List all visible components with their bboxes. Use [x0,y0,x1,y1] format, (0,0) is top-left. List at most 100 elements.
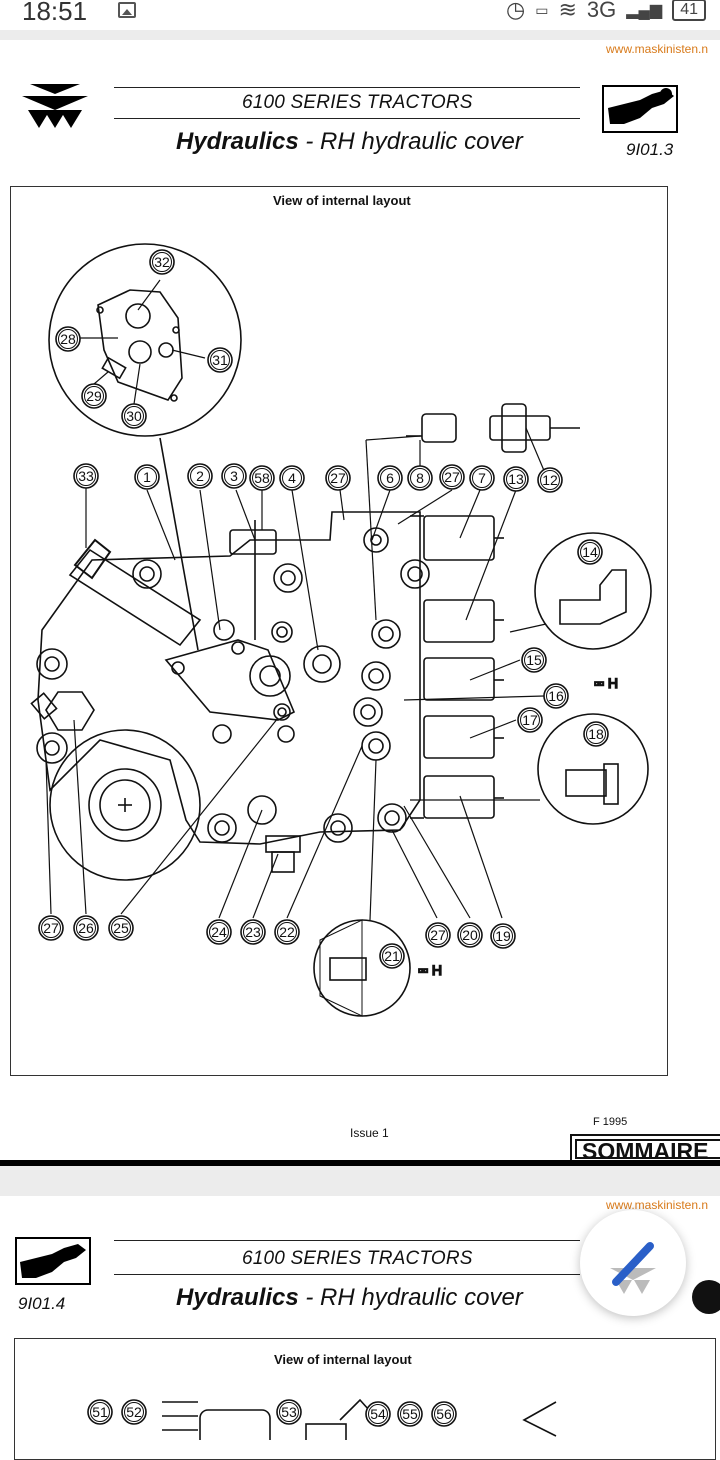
callout-number: 3 [230,468,238,484]
callout-number: 12 [542,472,558,488]
page-code: 9I01.3 [626,140,674,159]
callout-55: 55 [397,1401,423,1427]
callout-14: 14 [577,539,603,565]
wrench-hand-icon [15,1237,91,1285]
sommaire-label: SOMMAIRE [582,1138,709,1164]
battery-icon: 41 [672,0,706,21]
page-divider [0,1160,720,1166]
page1-header-graphics [22,84,678,133]
callout-number: 51 [92,1404,108,1420]
title-bold: Hydraulics [176,1284,299,1311]
status-time: 18:51 [22,0,88,26]
header-rule [114,1274,580,1275]
signal-icon: ▂▄▆ [626,2,663,19]
callout-number: 6 [386,470,394,486]
page-code: 9I01.4 [18,1294,66,1313]
callout-number: 18 [588,726,604,742]
callout-15: 15 [521,647,547,673]
callout-28: 28 [55,326,81,352]
callout-18: 18 [583,721,609,747]
callout-number: 1 [143,469,151,485]
section-title: Hydraulics - RH hydraulic cover [176,1284,523,1312]
callout-29: 29 [81,383,107,409]
callout-number: 55 [402,1406,418,1422]
callout-number: 27 [43,920,59,936]
callout-number: 14 [582,544,598,560]
callout-number: 54 [370,1406,386,1422]
callout-33: 33 [73,463,99,489]
svg-text:▫▫ H: ▫▫ H [418,962,442,978]
callout-23: 23 [240,919,266,945]
svg-text:▫▫ H: ▫▫ H [594,675,618,691]
battery-level: 41 [680,1,698,18]
callout-13: 13 [503,466,529,492]
series-title: 6100 SERIES TRACTORS [242,92,473,113]
callout-number: 7 [478,470,486,486]
callout-58: 58 [249,465,275,491]
header-rule [114,87,580,88]
callout-51: 51 [87,1399,113,1425]
callout-27: 27 [325,465,351,491]
menu-dot[interactable] [692,1280,720,1314]
callout-27: 27 [425,922,451,948]
callout-26: 26 [73,915,99,941]
callout-number: 13 [508,471,524,487]
title-rest: - RH hydraulic cover [298,128,523,155]
status-icons: ◷ ▭ ≋ 3G ▂▄▆ 41 [506,0,706,22]
diagram-caption: View of internal layout [274,1352,412,1367]
edit-fab-button[interactable] [580,1210,686,1316]
callout-20: 20 [457,922,483,948]
callout-number: 16 [548,688,564,704]
callout-number: 29 [86,388,102,404]
callout-22: 22 [274,919,300,945]
gallery-icon [118,2,136,18]
callout-number: 2 [196,468,204,484]
pencil-logo-icon [610,1242,656,1294]
callout-number: 21 [384,948,400,964]
callout-number: 27 [430,927,446,943]
callout-number: 58 [254,470,270,486]
callout-19: 19 [490,923,516,949]
diagram-caption: View of internal layout [273,193,411,208]
title-rest: - RH hydraulic cover [298,1284,523,1311]
callout-number: 17 [522,712,538,728]
callout-25: 25 [108,915,134,941]
callout-number: 27 [330,470,346,486]
callout-21: 21 [379,943,405,969]
callout-number: 15 [526,652,542,668]
section-title: Hydraulics - RH hydraulic cover [176,128,523,156]
callout-17: 17 [517,707,543,733]
callout-16: 16 [543,683,569,709]
callout-8: 8 [407,465,433,491]
callout-number: 23 [245,924,261,940]
callout-12: 12 [537,467,563,493]
callout-24: 24 [206,919,232,945]
callout-27: 27 [439,464,465,490]
callout-number: 22 [279,924,295,940]
header-rule [114,118,580,119]
callout-56: 56 [431,1401,457,1427]
sommaire-button[interactable]: SOMMAIRE [570,1134,720,1164]
callout-52: 52 [121,1399,147,1425]
callout-number: 52 [126,1404,142,1420]
wifi-icon: ≋ [558,0,577,22]
callout-32: 32 [149,249,175,275]
cast-icon: ▭ [535,1,549,18]
callout-1: 1 [134,464,160,490]
date-fragment: F 1995 [593,1116,628,1128]
watermark-url: www.maskinisten.n [606,1198,709,1212]
callout-number: 56 [436,1406,452,1422]
alarm-icon: ◷ [506,0,526,22]
callout-number: 31 [212,352,228,368]
callout-number: 28 [60,331,76,347]
watermark-url: www.maskinisten.n [606,42,709,56]
callout-number: 24 [211,924,227,940]
issue-label: Issue 1 [350,1126,389,1140]
callout-6: 6 [377,465,403,491]
page-gap [0,30,720,40]
callout-3: 3 [221,463,247,489]
callout-number: 4 [288,470,296,486]
header-rule [114,1240,580,1241]
title-bold: Hydraulics [176,128,299,155]
